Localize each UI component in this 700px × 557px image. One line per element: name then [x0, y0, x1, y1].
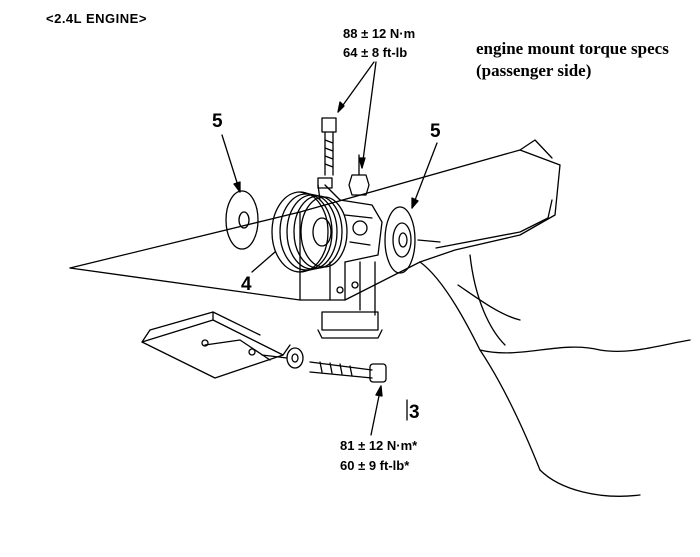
note-line-1: engine mount torque specs: [476, 39, 669, 58]
torque-top-metric: 88 ± 12 N·m: [343, 26, 416, 41]
torque-bottom-imperial: 60 ± 9 ft-lb*: [340, 458, 410, 473]
callout-washer-right: 5: [430, 121, 441, 142]
torque-bottom-metric: 81 ± 12 N·m*: [340, 438, 418, 453]
leader-item4: [251, 251, 276, 273]
callout-washer-left: 5: [212, 111, 223, 132]
note-line-2: (passenger side): [476, 61, 592, 80]
lower-bracket: [141, 311, 291, 379]
lower-bolt: [261, 347, 408, 436]
torque-top-imperial: 64 ± 8 ft-lb: [343, 45, 408, 60]
washer-right: [384, 142, 441, 274]
leader-lines-top: [337, 61, 377, 169]
callout-mount: 4: [241, 274, 252, 295]
callout-bolt: 3: [409, 402, 420, 423]
bolt-icon: [321, 117, 370, 196]
washer-icon: [221, 134, 259, 250]
engine-label: <2.4L ENGINE>: [46, 11, 147, 26]
frame-outline: [69, 139, 691, 497]
engine-mount-icon: [271, 177, 383, 339]
